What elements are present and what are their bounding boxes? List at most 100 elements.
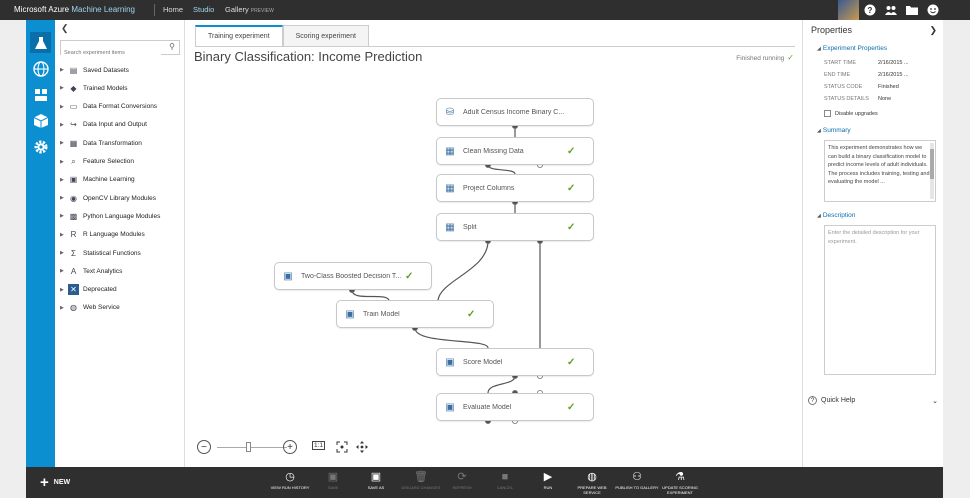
module-label: Adult Census Income Binary C... [463,108,565,116]
settings-icon[interactable] [30,136,51,157]
tab-training-experiment[interactable]: Training experiment [195,25,283,46]
expand-arrow-icon[interactable]: ▶ [60,286,64,293]
experiment-module[interactable]: ▦Clean Missing Data✓ [436,137,594,165]
expand-arrow-icon[interactable]: ▶ [60,213,64,220]
expand-arrow-icon[interactable]: ▶ [60,85,64,92]
expand-arrow-icon[interactable]: ▶ [60,67,64,73]
brand-logo[interactable]: Microsoft Azure Machine Learning [14,5,135,14]
save-icon: ▣ [327,471,339,483]
expand-arrow-icon[interactable]: ▶ [60,268,64,275]
pan-icon[interactable] [356,441,368,455]
experiment-module[interactable]: ▣Two-Class Boosted Decision T...✓ [274,262,432,290]
quick-help-toggle[interactable]: ?Quick Help⌄ [808,396,938,405]
scrollbar-thumb[interactable] [930,149,934,179]
command-button[interactable]: ◍PREPARE WEB SERVICE [570,471,614,495]
expand-arrow-icon[interactable]: ▶ [60,158,64,165]
experiment-canvas[interactable]: Training experiment Scoring experiment B… [185,20,802,467]
command-button[interactable]: ▣SAVE [311,471,355,490]
experiment-module[interactable]: ▦Split✓ [436,213,594,241]
module-status-check-icon: ✓ [567,221,576,233]
expand-arrow-icon[interactable]: ▶ [60,121,64,128]
expand-arrow-icon[interactable]: ▶ [60,304,64,311]
summary-header[interactable]: ◢Summary [817,127,851,134]
prop-value: 2/16/2015 ... [878,60,909,66]
command-button[interactable]: ■CANCEL [483,471,527,490]
tab-divider [195,46,795,47]
command-button[interactable]: ⚗UPDATE SCORING EXPERIMENT [658,471,702,495]
experiment-title[interactable]: Binary Classification: Income Prediction [194,49,423,64]
palette-item[interactable]: ▶⌕Feature Selection [60,155,134,169]
expand-arrow-icon[interactable]: ▶ [60,176,64,183]
smiley-icon[interactable] [922,0,943,20]
check-icon: ✓ [787,53,794,62]
palette-item[interactable]: ▶▣Machine Learning [60,173,135,187]
command-button[interactable]: ⚇PUBLISH TO GALLERY [615,471,659,490]
collapse-palette-icon[interactable]: ❮ [61,23,69,33]
collapse-properties-icon[interactable]: ❯ [929,25,937,35]
stop-icon: ■ [501,471,509,483]
run-status-text: Finished running [736,55,785,62]
command-button[interactable]: ▣SAVE AS [354,471,398,490]
expand-arrow-icon[interactable]: ▶ [60,250,64,256]
datasets-icon[interactable] [30,84,51,105]
description-header[interactable]: ◢Description [817,212,855,219]
command-button[interactable]: ◷VIEW RUN HISTORY [268,471,312,490]
community-icon[interactable] [880,0,901,20]
new-button[interactable]: +NEW [40,474,70,491]
palette-item-label: OpenCV Library Modules [83,194,156,202]
palette-item[interactable]: ▶▦Data Transformation [60,136,142,150]
zoom-in-button[interactable]: + [283,440,297,454]
help-icon[interactable]: ? [859,0,880,20]
flask-icon[interactable] [30,32,51,53]
tab-scoring-experiment[interactable]: Scoring experiment [282,25,369,46]
palette-item[interactable]: ▶▩Python Language Modules [60,209,160,223]
experiment-module[interactable]: ▣Score Model✓ [436,348,594,376]
expand-arrow-icon[interactable]: ▶ [60,231,64,238]
palette-item[interactable]: ▶◉OpenCV Library Modules [60,191,156,205]
command-button[interactable]: ⟳REFRESH [440,471,484,490]
collapse-triangle-icon: ◢ [817,213,821,219]
disable-upgrades-checkbox[interactable]: Disable upgrades [824,110,878,117]
user-avatar[interactable] [838,0,859,20]
top-bar: Microsoft Azure Machine Learning Home St… [0,0,970,20]
summary-textarea[interactable]: This experiment demonstrates how we can … [824,140,936,202]
palette-item[interactable]: ▶↪Data Input and Output [60,118,147,132]
folder-icon[interactable] [901,0,922,20]
experiment-module[interactable]: ▣Evaluate Model✓ [436,393,594,421]
actual-size-button[interactable]: 1:1 [312,441,326,450]
command-button[interactable]: 🗑︎DISCARD CHANGES [399,471,443,490]
expand-arrow-icon[interactable]: ▶ [60,195,64,202]
palette-item[interactable]: ▶◍Web Service [60,301,120,315]
search-input[interactable] [61,46,161,60]
palette-item[interactable]: ▶▤Saved Datasets [60,63,129,77]
zoom-out-button[interactable]: − [197,440,211,454]
palette-item[interactable]: ▶▭Data Format Conversions [60,100,157,114]
fit-to-screen-icon[interactable] [336,441,348,455]
palette-item-label: Python Language Modules [83,212,161,220]
nav-home[interactable]: Home [163,5,184,14]
expand-arrow-icon[interactable]: ▶ [60,103,64,110]
experiment-properties-header[interactable]: ◢Experiment Properties [817,45,887,52]
experiment-module[interactable]: ▣Train Model✓ [336,300,494,328]
summary-scrollbar[interactable] [930,143,934,199]
zoom-slider-thumb[interactable] [245,442,251,452]
expand-arrow-icon[interactable]: ▶ [60,140,64,147]
play-icon: ▶ [543,471,553,483]
palette-item[interactable]: ▶◆Trained Models [60,81,128,95]
globe-icon[interactable] [30,58,51,79]
palette-item[interactable]: ▶✕Deprecated [60,283,117,297]
models-icon[interactable] [30,110,51,131]
description-textarea[interactable]: Enter the detailed description for your … [824,225,936,375]
experiment-module[interactable]: ▦Project Columns✓ [436,174,594,202]
experiment-module[interactable]: ⛁Adult Census Income Binary C... [436,98,594,126]
command-button[interactable]: ▶RUN [526,471,570,490]
nav-studio[interactable]: Studio [193,5,215,14]
transform-icon: ▦ [445,145,455,157]
search-icon[interactable]: ⚲ [169,42,175,51]
